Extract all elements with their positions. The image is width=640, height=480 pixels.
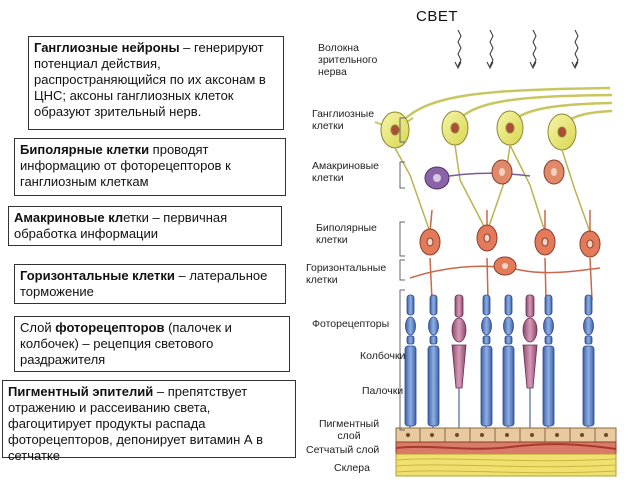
horizontal-cells: [409, 256, 601, 279]
label-pigment-layer: Пигментный слой: [318, 418, 380, 442]
amacrine-title: Амакриновые кл: [14, 210, 124, 225]
horizontal-title: Горизонтальные клетки: [20, 268, 175, 283]
bipolar-text: проводят информацию от фоторецепторов к …: [20, 142, 231, 189]
label-amacrine-cells: Амакриновые клетки: [312, 160, 379, 184]
label-cones: Колбочки: [360, 350, 406, 362]
bipolar-title: Биполярные клетки: [20, 142, 150, 157]
ganglion-title: Ганглиозные нейроны: [34, 40, 180, 55]
amacrine-description-box: Амакриновые клетки – первичная обработка…: [8, 206, 282, 246]
horizontal-text: – латеральное торможение: [20, 268, 268, 299]
label-rods: Палочки: [362, 385, 404, 397]
choroid-layer: [395, 441, 617, 455]
layer-brackets: [399, 117, 405, 431]
label-photoreceptors: Фоторецепторы: [312, 318, 390, 330]
rod: [404, 294, 417, 427]
ganglion-text: – генерируют потенциал действия, распрос…: [34, 40, 266, 119]
label-choroid: Сетчатый слой: [306, 444, 380, 456]
cone: [451, 294, 538, 389]
ganglion-description-box: Ганглиозные нейроны – генерируют потенци…: [28, 36, 284, 130]
pigment-description-box: Пигментный эпителий – препятствует отраж…: [2, 380, 296, 463]
photoreceptor-pre: Слой: [20, 320, 56, 335]
ganglion-dendrites: [394, 144, 591, 233]
photoreceptors: [404, 294, 595, 430]
light-arrows: [454, 29, 579, 70]
pigment-layer: [395, 427, 617, 443]
label-ganglion-cells: Ганглиозные клетки: [312, 108, 375, 132]
sclera-layer: [395, 453, 617, 477]
pigment-title: Пигментный эпителий: [8, 384, 154, 399]
photoreceptor-title: фоторецепторов: [55, 320, 165, 335]
label-bipolar-cells: Биполярные клетки: [316, 222, 377, 246]
ganglion-cells: [374, 110, 577, 151]
label-horizontal-cells: Горизонтальные клетки: [306, 262, 387, 286]
photoreceptor-text: (палочек и колбочек) – рецепция световог…: [20, 320, 232, 367]
horizontal-description-box: Горизонтальные клетки – латеральное торм…: [14, 264, 286, 304]
photoreceptor-description-box: Слой фоторецепторов (палочек и колбочек)…: [14, 316, 290, 372]
amacrine-text: етки – первичная обработка информации: [14, 210, 228, 241]
pigment-text: – препятствует отражению и рассеиванию с…: [8, 384, 264, 463]
light-label: СВЕТ: [416, 8, 459, 25]
label-sclera: Склера: [334, 462, 370, 474]
label-optic-nerve: Волокна зрительного нерва: [318, 42, 378, 78]
amacrine-cells: [424, 159, 565, 190]
bipolar-description-box: Биполярные клетки проводят информацию от…: [14, 138, 286, 196]
bipolar-cells: [419, 209, 601, 301]
